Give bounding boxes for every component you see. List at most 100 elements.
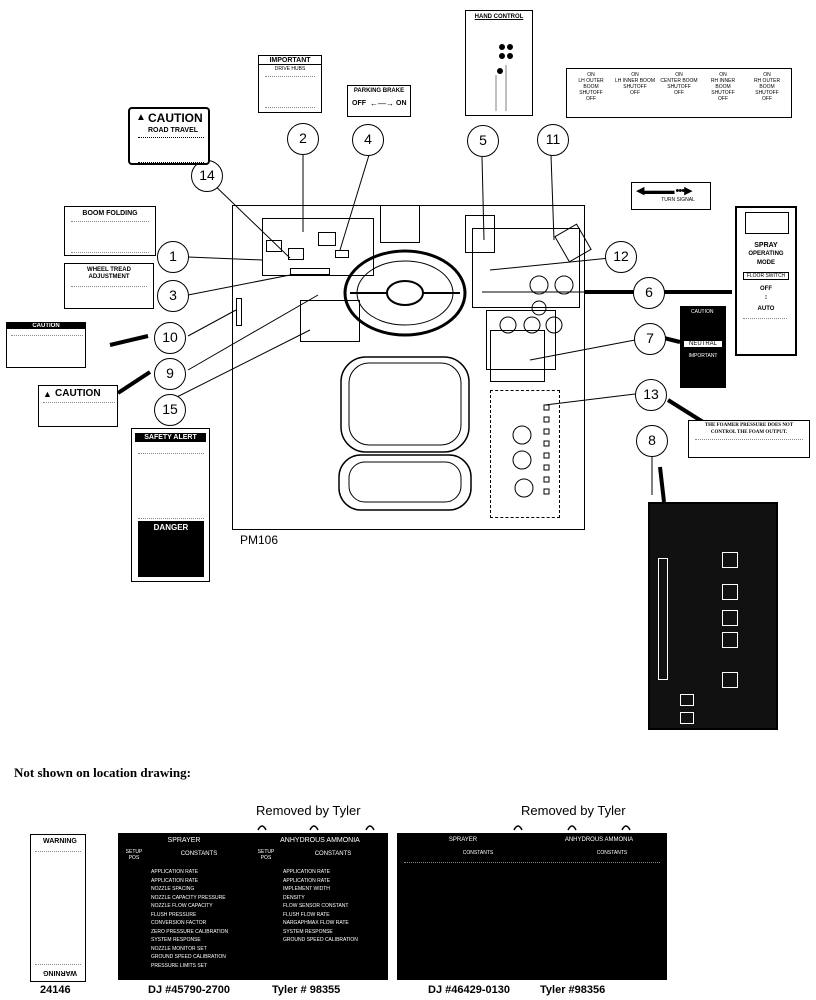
monitor-box xyxy=(300,300,360,342)
turn-signal-label: TURN SIGNAL xyxy=(661,197,695,203)
foamer-decal: THE FOAMER PRESSURE DOES NOT CONTROL THE… xyxy=(688,420,810,458)
panel-strip xyxy=(658,558,668,680)
shutoff-on: ON xyxy=(719,72,727,78)
table-header-sprayer: SPRAYER xyxy=(167,837,201,844)
callout-10: 10 xyxy=(154,322,186,354)
caption-tyler-98356: Tyler #98356 xyxy=(540,984,606,996)
caption-tyler-98355: Tyler # 98355 xyxy=(272,984,341,996)
panel-button xyxy=(722,584,738,600)
arrow-icon: ◀▬▬▬ •••▶ xyxy=(636,185,693,197)
caution-road-title: CAUTION xyxy=(148,111,203,125)
callout-2: 2 xyxy=(287,123,319,155)
fine-print xyxy=(138,453,204,519)
diagram-code: PM106 xyxy=(240,533,279,547)
fine-print xyxy=(35,851,81,965)
callout-12: 12 xyxy=(605,241,637,273)
dash-switch xyxy=(266,240,282,252)
neutral-important: IMPORTANT xyxy=(688,353,718,359)
sprayer-constants-table: SPRAYER ANHYDROUS AMMONIA SETUP POS CONS… xyxy=(118,833,388,980)
fine-print xyxy=(71,286,147,305)
turn-signal-decal: ◀▬▬▬ •••▶ TURN SIGNAL xyxy=(631,182,711,210)
left-dash-panel xyxy=(262,218,374,276)
caution-small-title: CAUTION xyxy=(7,323,85,329)
fine-print xyxy=(11,335,83,366)
second-constants-table: SPRAYER ANHYDROUS AMMONIA CONSTANTS CONS… xyxy=(397,833,667,980)
foamer-l2: CONTROL THE FOAM OUTPUT. xyxy=(710,430,788,435)
wheel-tread-title: WHEEL TREAD ADJUSTMENT xyxy=(87,267,131,280)
column-header: CONSTANTS xyxy=(596,850,628,856)
shift-gate xyxy=(490,330,545,382)
table-row: ZERO PRESSURE CALIBRATION xyxy=(151,928,229,935)
removed-by-tyler-label: Removed by Tyler xyxy=(256,803,361,818)
spray-auto: AUTO xyxy=(757,306,775,312)
right-console xyxy=(472,228,580,308)
safety-alert-title: SAFETY ALERT xyxy=(135,433,206,442)
panel-button xyxy=(722,632,738,648)
spray-operating-mode-decal: SPRAY OPERATING MODE FLOOR SWITCH OFF ↕ … xyxy=(735,206,797,356)
removed-brace-marks xyxy=(257,825,631,831)
shutoff-on: ON xyxy=(587,72,595,78)
fine-print xyxy=(404,862,660,975)
dash-tab xyxy=(236,298,242,326)
foamer-l1: THE FOAMER PRESSURE DOES NOT xyxy=(704,423,794,428)
shutoff-off: OFF xyxy=(762,96,772,102)
caution-left-decal: ▲ CAUTION xyxy=(38,385,118,427)
dash-switch xyxy=(335,250,349,258)
column-header: CONSTANTS xyxy=(462,850,494,856)
table-row: DENSITY xyxy=(283,894,305,901)
panel-button xyxy=(680,712,694,724)
table-row: FLOW SENSOR CONSTANT xyxy=(283,903,349,909)
caution-road-sub: ROAD TRAVEL xyxy=(148,127,199,134)
parking-brake-decal: PARKING BRAKE OFF ←—→ ON xyxy=(347,85,411,117)
caution-icon: ▲ xyxy=(136,112,146,123)
dash-switch xyxy=(318,232,336,246)
column-header: SETUP POS xyxy=(257,849,275,861)
table-row: CONVERSION FACTOR xyxy=(151,920,207,926)
parking-brake-off: OFF xyxy=(352,100,366,107)
joystick-diagram xyxy=(495,44,513,111)
table-row: APPLICATION RATE xyxy=(283,877,331,884)
table-header-sprayer: SPRAYER xyxy=(448,837,478,843)
table-row: PRESSURE LIMITS SET xyxy=(151,962,208,969)
seat-icon xyxy=(745,212,789,234)
warning-top: WARNING xyxy=(43,838,77,845)
table-header-ammonia: ANHYDROUS AMMONIA xyxy=(280,837,360,844)
callout-9: 9 xyxy=(154,358,186,390)
shutoff-on: ON xyxy=(675,72,683,78)
table-header-ammonia: ANHYDROUS AMMONIA xyxy=(564,837,634,843)
shutoff-item: ON LH INNER BOOM SHUTOFF OFF xyxy=(615,72,655,96)
table-row: GROUND SPEED CALIBRATION xyxy=(283,937,358,943)
shutoff-on: ON xyxy=(631,72,639,78)
shutoff-item: ON RH INNER BOOM SHUTOFF OFF xyxy=(703,72,743,102)
boom-shutoff-decal: ON LH OUTER BOOM SHUTOFF OFF ON LH INNER… xyxy=(566,68,792,118)
callout-11: 11 xyxy=(537,124,569,156)
left-column: APPLICATION RATE APPLICATION RATE NOZZLE… xyxy=(151,868,251,970)
callout-3: 3 xyxy=(157,280,189,312)
caution-small-decal: CAUTION xyxy=(6,322,86,368)
console-knobs xyxy=(499,275,574,498)
fine-print xyxy=(695,439,803,456)
shutoff-off: OFF xyxy=(586,96,596,102)
callout-13: 13 xyxy=(635,379,667,411)
neutral-caution: CAUTION xyxy=(691,309,714,315)
shutoff-item: ON LH OUTER BOOM SHUTOFF OFF xyxy=(571,72,611,102)
spray-l1: SPRAY xyxy=(754,242,778,249)
table-row: SYSTEM RESPONSE xyxy=(151,937,201,943)
panel-button xyxy=(680,694,694,706)
arrow-icon: ↕ xyxy=(764,294,768,301)
spray-l2: OPERATING xyxy=(748,251,784,257)
table-body: APPLICATION RATE APPLICATION RATE NOZZLE… xyxy=(121,868,387,978)
operator-seat xyxy=(338,356,472,511)
panel-button xyxy=(722,672,738,688)
caption-dj-46429: DJ #46429-0130 xyxy=(428,984,510,996)
shutoff-label: LH OUTER BOOM SHUTOFF xyxy=(578,78,604,96)
important-title: IMPORTANT xyxy=(259,57,321,65)
table-row: NOZZLE SPACING xyxy=(151,886,195,892)
column-header: SETUP POS xyxy=(125,849,143,861)
callout-6: 6 xyxy=(633,277,665,309)
console-lower xyxy=(486,310,556,370)
danger-label: DANGER xyxy=(153,523,189,532)
neutral-label: NEUTRAL xyxy=(684,341,722,347)
arrow-icon: ←—→ xyxy=(370,99,394,108)
spray-l4: FLOOR SWITCH xyxy=(743,272,789,280)
